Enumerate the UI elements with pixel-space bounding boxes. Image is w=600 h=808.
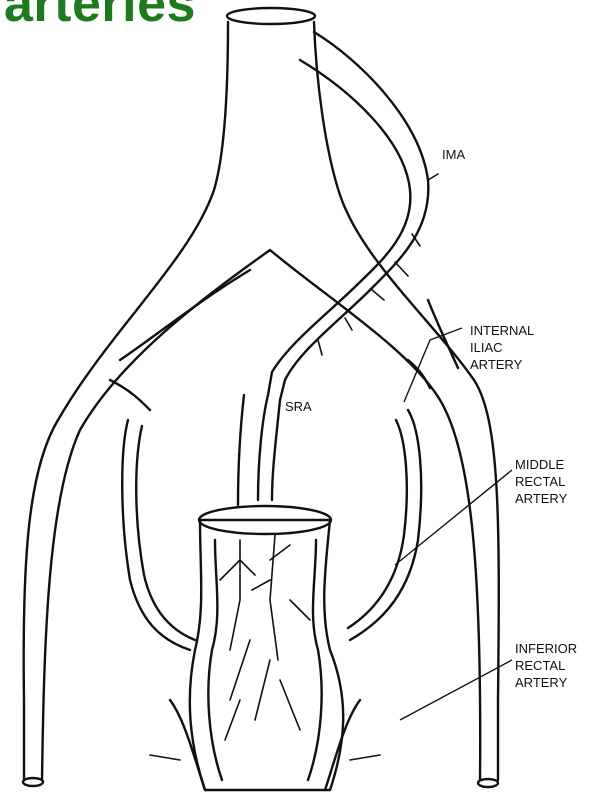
inferior-rectal-line-3: ARTERY (515, 674, 577, 691)
aorta (24, 22, 228, 780)
inferior-rectal-line-1: INFERIOR (515, 640, 577, 657)
inferior-rectal-leader (400, 660, 512, 720)
internal-iliac-line-3: ARTERY (470, 356, 534, 373)
aorta-opening (227, 8, 315, 24)
ima-vessel (280, 32, 428, 400)
middle-rectal-leader (395, 470, 512, 565)
left-vessel-end (23, 778, 43, 786)
sra-vessel (258, 395, 268, 500)
internal-iliac-line-2: ILIAC (470, 339, 534, 356)
internal-iliac-line-1: INTERNAL (470, 322, 534, 339)
middle-rectal-line-3: ARTERY (515, 490, 567, 507)
ima-label: IMA (442, 146, 465, 163)
inferior-rectal-line-2: RECTAL (515, 657, 577, 674)
internal-iliac-label: INTERNAL ILIAC ARTERY (470, 322, 534, 373)
inferior-rectal-label: INFERIOR RECTAL ARTERY (515, 640, 577, 691)
middle-rectal-line-2: RECTAL (515, 473, 567, 490)
sra-label: SRA (285, 398, 312, 415)
middle-rectal-label: MIDDLE RECTAL ARTERY (515, 456, 567, 507)
rectal-branches (220, 535, 310, 740)
right-vessel-end (478, 779, 498, 787)
middle-rectal-line-1: MIDDLE (515, 456, 567, 473)
